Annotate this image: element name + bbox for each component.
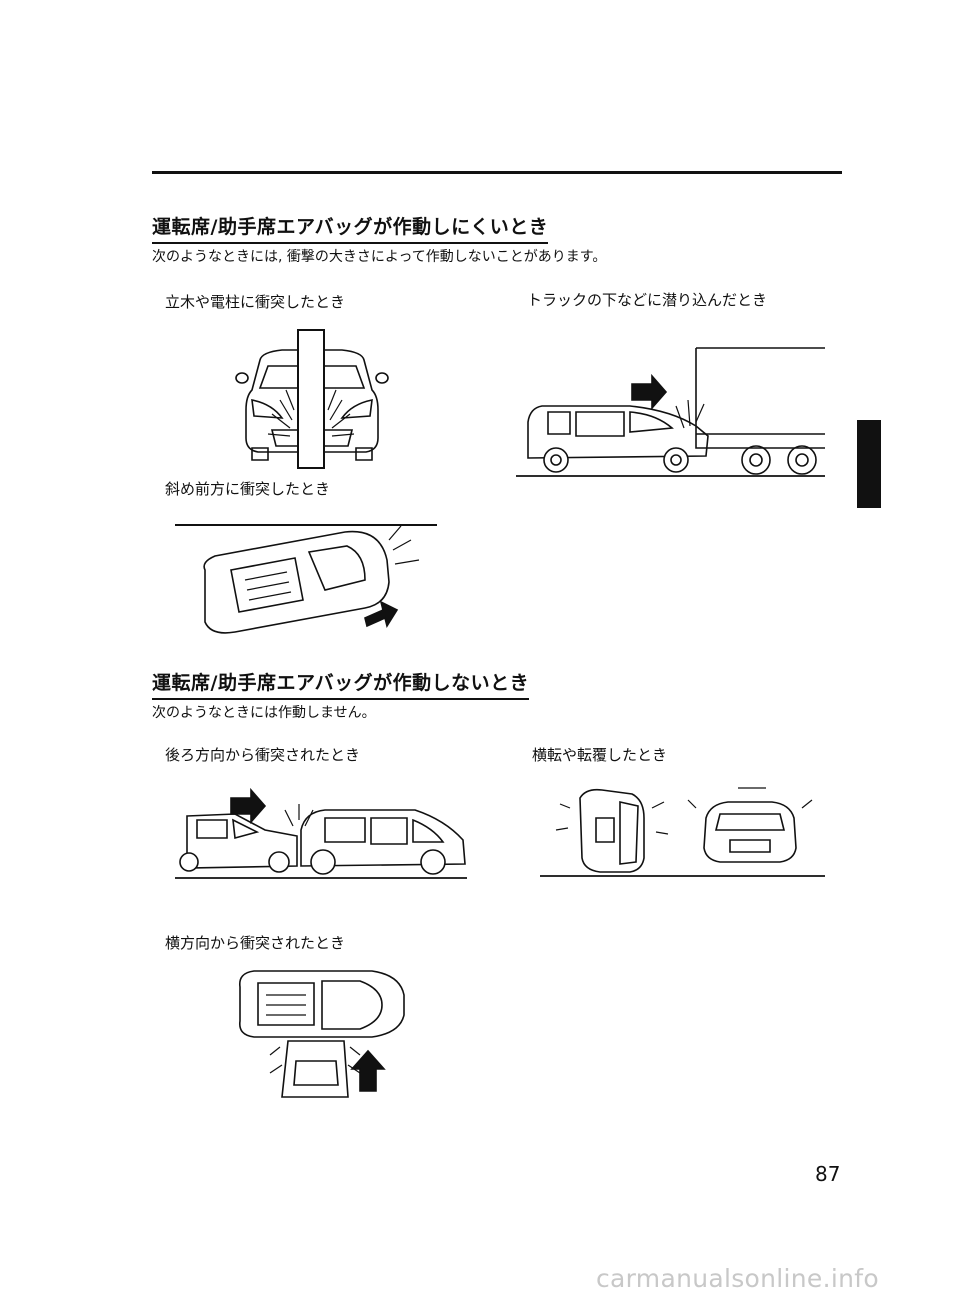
caption-rollover: 横転や転覆したとき (532, 746, 668, 764)
section-heading-not-deployed: 運転席/助手席エアバッグが作動しないとき (152, 668, 530, 700)
chapter-tab-marker (857, 420, 881, 508)
pole-collision-illustration (232, 330, 392, 468)
caption-side-collision: 横方向から衝突されたとき (165, 934, 346, 952)
rollover-illustration (540, 778, 825, 880)
section-heading-less-likely: 運転席/助手席エアバッグが作動しにくいとき (152, 212, 549, 244)
oblique-collision-illustration (175, 520, 440, 645)
rear-collision-illustration (175, 790, 470, 882)
underride-illustration (520, 348, 825, 480)
caption-rear-collision: 後ろ方向から衝突されたとき (165, 746, 361, 764)
watermark: carmanualsonline.info (596, 1264, 879, 1293)
caption-underride: トラックの下などに潜り込んだとき (527, 291, 768, 309)
section-description-not-deployed: 次のようなときには作動しません。 (152, 705, 376, 721)
caption-oblique-collision: 斜め前方に衝突したとき (165, 480, 331, 498)
top-rule (152, 171, 842, 174)
side-collision-illustration (232, 965, 412, 1097)
page-number: 87 (815, 1162, 841, 1186)
caption-pole-collision: 立木や電柱に衝突したとき (165, 293, 346, 311)
section-description-less-likely: 次のようなときには, 衝撃の大きさによって作動しないことがあります。 (152, 249, 607, 265)
